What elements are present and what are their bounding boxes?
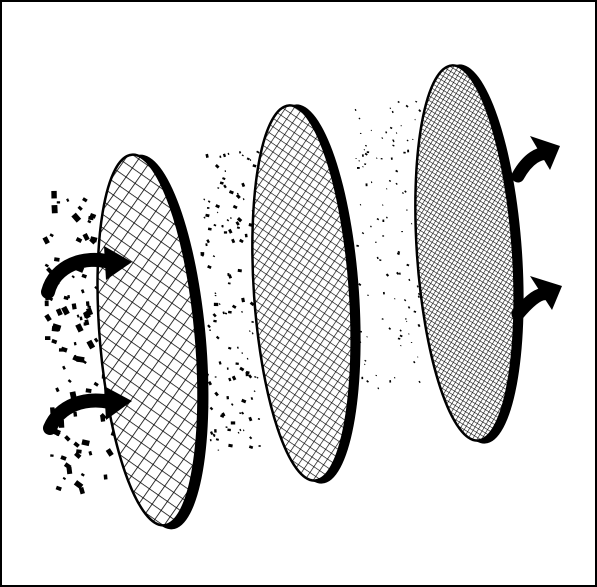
filtration-diagram (0, 0, 597, 587)
